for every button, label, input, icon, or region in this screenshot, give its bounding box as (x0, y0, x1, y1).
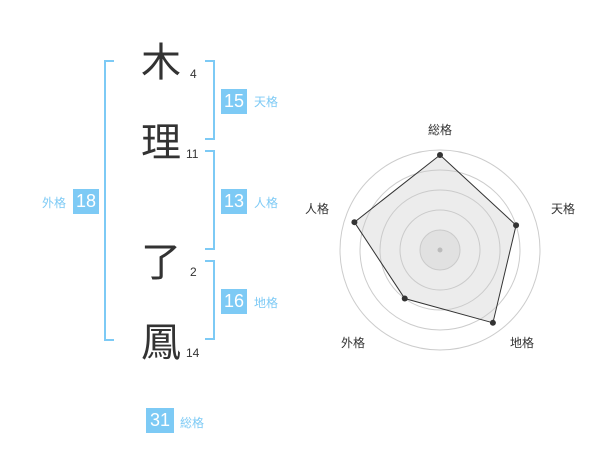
tenkaku-bracket (205, 60, 215, 140)
tenkaku-label: 天格 (254, 95, 279, 109)
name-char-4: 鳳 (141, 320, 181, 366)
radar-label-soukaku: 総格 (428, 123, 453, 137)
stroke-count-4: 14 (186, 346, 200, 360)
name-char-1: 木 (141, 40, 181, 86)
gaikaku-bracket (104, 60, 114, 341)
radar-ring-2 (399, 209, 481, 291)
gaikaku-label: 外格 (42, 196, 67, 210)
jinkaku-label: 人格 (254, 196, 279, 210)
radar-label-gaikaku: 外格 (341, 336, 366, 350)
radar-label-tenkaku: 天格 (551, 202, 576, 216)
radar-point-4 (401, 295, 408, 302)
radar-point-3 (489, 319, 496, 326)
gaikaku-value: 18 (73, 189, 99, 214)
chikaku-value: 16 (221, 289, 247, 314)
jinkaku-bracket (205, 150, 215, 250)
radar-point-2 (513, 222, 520, 229)
radar-point-5 (351, 219, 358, 226)
radar-label-chikaku: 地格 (510, 336, 535, 350)
radar-ring-3 (379, 189, 501, 311)
chikaku-label: 地格 (254, 296, 279, 310)
radar-ring-4 (359, 169, 521, 331)
radar-point-1 (437, 152, 443, 158)
name-char-2: 理 (141, 120, 181, 166)
stroke-count-1: 4 (190, 67, 197, 81)
tenkaku-value: 15 (221, 89, 247, 114)
soukaku-value: 31 (146, 408, 174, 433)
soukaku-label: 総格 (180, 416, 205, 430)
radar-center-dot (437, 247, 443, 253)
radar-label-jinkaku: 人格 (305, 202, 330, 216)
radar-chart (339, 149, 541, 351)
stroke-count-3: 2 (190, 265, 197, 279)
stroke-count-2: 11 (186, 147, 199, 161)
radar-polygon (353, 154, 517, 324)
jinkaku-value: 13 (221, 189, 247, 214)
chikaku-bracket (205, 260, 215, 340)
radar-ring-5 (339, 149, 541, 351)
name-char-3: 了 (141, 240, 181, 286)
